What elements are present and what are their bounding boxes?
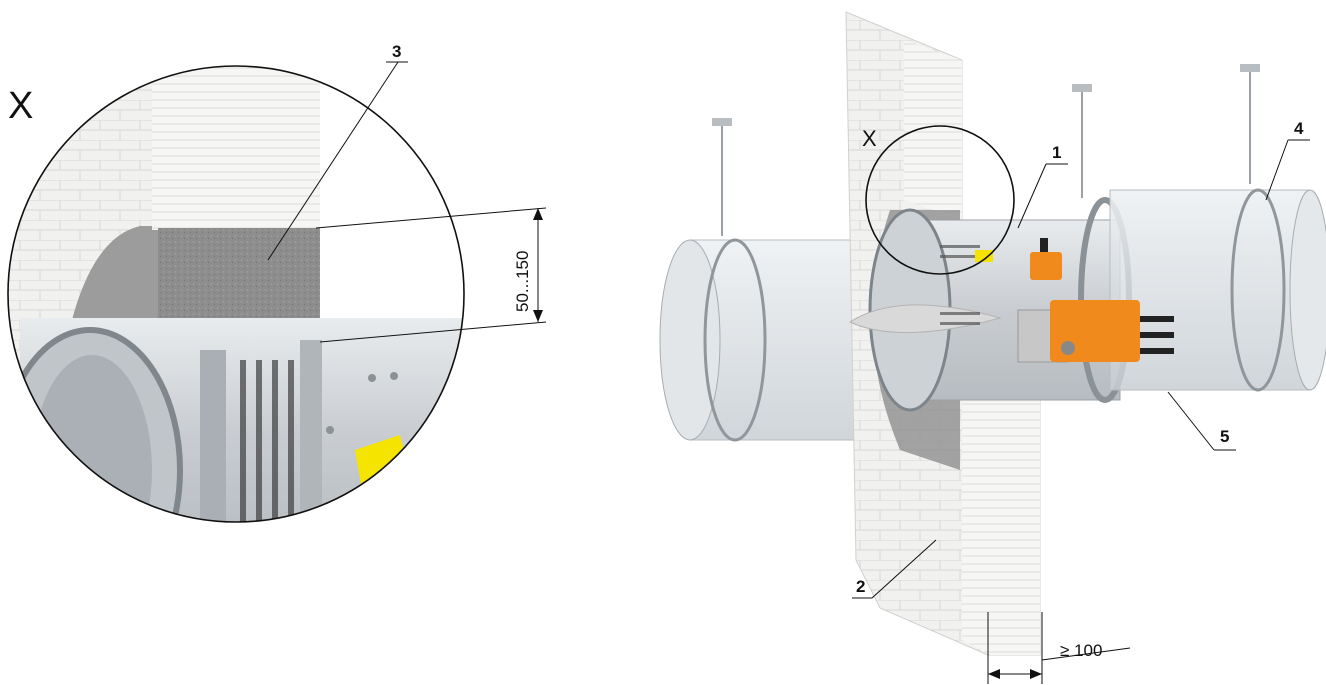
temperature-actuator <box>1030 238 1062 280</box>
main-marker: X <box>862 126 877 151</box>
damper-blade <box>848 304 1002 334</box>
motor-actuator <box>1017 300 1174 363</box>
callout-3-leader <box>267 61 408 261</box>
hanger-rods <box>721 70 1251 236</box>
damper-warning-label <box>975 250 993 262</box>
main-view: X 1 2 4 5 ≥ 100 <box>659 11 1326 684</box>
left-duct <box>659 238 871 442</box>
callout-5-label: 5 <box>1220 427 1229 446</box>
dimension-wall-thickness: ≥ 100 <box>987 612 1131 684</box>
callout-3-label: 3 <box>392 42 401 61</box>
callout-4-label: 4 <box>1294 119 1304 138</box>
callout-5-leader <box>1167 391 1236 451</box>
callout-1-leader <box>1017 163 1068 229</box>
fire-wall-edge <box>904 40 962 220</box>
detail-perforation <box>240 360 294 522</box>
callout-4-leader <box>1265 139 1310 201</box>
callout-1-label: 1 <box>1052 143 1061 162</box>
main-magnifier-outline <box>865 125 1015 275</box>
callout-2-label: 2 <box>856 577 865 596</box>
callout-2-leader <box>852 539 937 599</box>
detail-view: X <box>7 42 547 523</box>
dimension-wall-thickness-label: ≥ 100 <box>1060 641 1102 660</box>
dimension-seal-depth: 50...150 <box>315 207 547 343</box>
detail-marker: X <box>8 85 33 127</box>
detail-wall-board <box>152 66 320 230</box>
detail-magnifier-outline <box>7 65 465 523</box>
dimension-seal-depth-label: 50...150 <box>513 251 532 312</box>
right-duct <box>1109 188 1326 392</box>
